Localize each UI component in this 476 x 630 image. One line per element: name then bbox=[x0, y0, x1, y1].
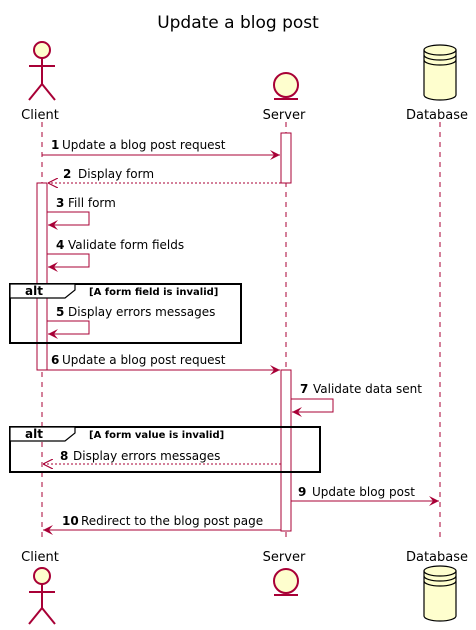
participant-label-client: Client bbox=[21, 108, 59, 123]
message-4: 4 Validate form fields bbox=[47, 238, 184, 272]
alt-fragment-2: alt [A form value is invalid] bbox=[9, 426, 321, 473]
actor-icon bbox=[28, 41, 56, 101]
message-1: 1 Update a blog post request bbox=[42, 138, 280, 160]
alt-fragment-tab bbox=[9, 283, 76, 299]
participant-label-server: Server bbox=[263, 108, 306, 123]
alt-fragment-frame bbox=[9, 283, 242, 344]
message-3: 3 Fill form bbox=[47, 196, 116, 230]
participant-label-database-bottom: Database bbox=[406, 550, 468, 565]
actor-icon bbox=[28, 567, 56, 625]
participant-database-top: Database bbox=[406, 44, 468, 123]
activation-client-1 bbox=[36, 182, 48, 371]
participant-database-bottom: Database bbox=[406, 550, 468, 622]
message-number: 5 bbox=[56, 305, 64, 319]
participant-server-bottom: Server bbox=[263, 550, 306, 596]
message-8: 8 Display errors messages bbox=[43, 449, 281, 464]
message-label: Validate form fields bbox=[68, 238, 184, 252]
message-number: 4 bbox=[56, 238, 64, 252]
message-label: Display errors messages bbox=[68, 305, 215, 319]
message-label: Display form bbox=[78, 167, 154, 181]
message-number: 8 bbox=[60, 449, 68, 463]
database-icon bbox=[423, 565, 457, 622]
alt-keyword: alt bbox=[25, 284, 43, 298]
message-arrow bbox=[47, 211, 90, 230]
message-number: 3 bbox=[56, 196, 64, 210]
activation-server-2 bbox=[280, 369, 292, 532]
participant-client-bottom: Client bbox=[21, 550, 59, 625]
message-number: 9 bbox=[298, 485, 306, 499]
message-arrow bbox=[47, 320, 90, 339]
alt-condition: [A form value is invalid] bbox=[89, 430, 224, 441]
diagram-title: Update a blog post bbox=[157, 13, 319, 33]
message-label: Update blog post bbox=[312, 485, 415, 499]
message-10: 10 Redirect to the blog post page bbox=[43, 514, 281, 535]
message-number: 6 bbox=[51, 353, 59, 367]
participant-server-top: Server bbox=[263, 72, 306, 123]
activation-server-1 bbox=[280, 132, 292, 184]
alt-fragment-1: alt [A form field is invalid] bbox=[9, 283, 242, 344]
message-6: 6 Update a blog post request bbox=[47, 353, 280, 375]
message-label: Redirect to the blog post page bbox=[81, 514, 263, 528]
alt-keyword: alt bbox=[25, 427, 43, 441]
entity-icon bbox=[273, 72, 299, 100]
message-number: 2 bbox=[63, 167, 71, 181]
message-arrow bbox=[291, 398, 334, 417]
entity-icon bbox=[273, 568, 299, 596]
alt-fragment-frame bbox=[9, 426, 321, 473]
message-7: 7 Validate data sent bbox=[291, 382, 422, 417]
message-number: 10 bbox=[62, 514, 79, 528]
message-5: 5 Display errors messages bbox=[47, 305, 215, 339]
message-label: Fill form bbox=[68, 196, 116, 210]
message-number: 1 bbox=[51, 138, 59, 152]
participant-label-database: Database bbox=[406, 108, 468, 123]
database-icon bbox=[423, 44, 457, 101]
message-label: Validate data sent bbox=[313, 382, 422, 396]
message-9: 9 Update blog post bbox=[291, 485, 439, 506]
message-label: Update a blog post request bbox=[62, 138, 226, 152]
alt-fragment-tab bbox=[9, 426, 76, 442]
participant-label-server-bottom: Server bbox=[263, 550, 306, 565]
message-label: Update a blog post request bbox=[62, 353, 226, 367]
message-number: 7 bbox=[300, 382, 308, 396]
message-arrow bbox=[47, 253, 90, 272]
participant-client-top: Client bbox=[21, 41, 59, 123]
participant-label-client-bottom: Client bbox=[21, 550, 59, 565]
message-label: Display errors messages bbox=[73, 449, 220, 463]
alt-condition: [A form field is invalid] bbox=[89, 287, 218, 298]
message-2: 2 Display form bbox=[48, 167, 281, 183]
